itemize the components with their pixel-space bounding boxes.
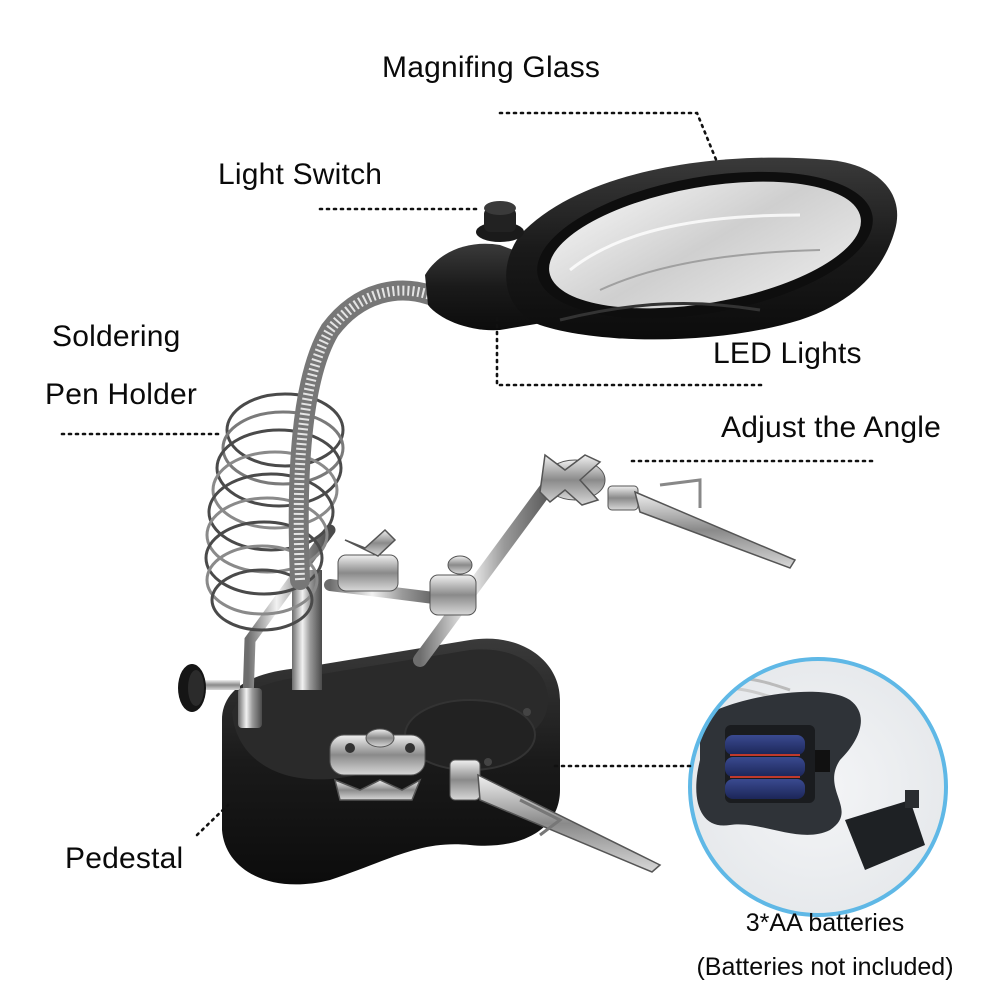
battery-caption-line1: 3*AA batteries — [745, 909, 905, 937]
battery-inset — [688, 657, 948, 917]
leader-lines — [60, 111, 877, 837]
leader-led-lights — [495, 316, 767, 387]
arm-front — [329, 728, 662, 873]
leader-magnifying-glass — [498, 111, 719, 164]
arm-upper — [413, 453, 797, 667]
label-magnifying-glass: Magnifing Glass — [382, 51, 601, 84]
label-pedestal: Pedestal — [65, 842, 184, 875]
battery-caption-line2: (Batteries not included) — [696, 953, 954, 981]
leader-pedestal — [195, 803, 230, 837]
thumb-knob — [178, 664, 240, 712]
label-soldering: Soldering — [52, 320, 181, 353]
center-post — [292, 570, 322, 690]
spring-coil — [204, 392, 345, 632]
label-light-switch: Light Switch — [218, 158, 383, 191]
label-led-lights: LED Lights — [713, 337, 862, 370]
arm-joint-middle — [324, 528, 477, 616]
label-pen-holder: Pen Holder — [45, 378, 198, 411]
magnifier — [425, 157, 898, 340]
label-adjust-angle: Adjust the Angle — [721, 411, 942, 444]
